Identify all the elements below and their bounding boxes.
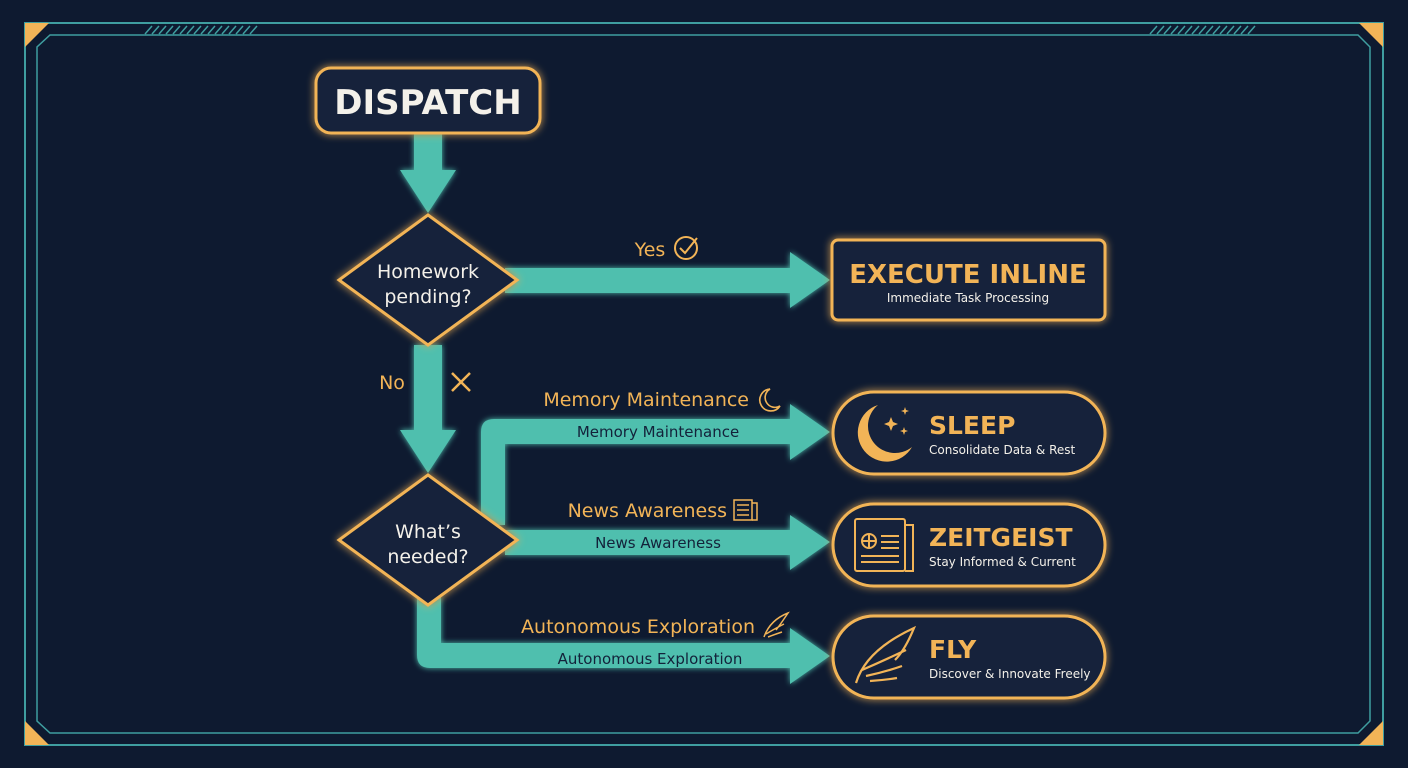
execute-subtitle: Immediate Task Processing [887, 291, 1049, 305]
moon-icon [759, 388, 781, 412]
decision-needed-line1: What’s [395, 521, 461, 543]
frame-corners [25, 23, 1383, 745]
news-label: News Awareness [568, 500, 727, 522]
wing-icon [854, 625, 917, 684]
exploration-arrow-label: Autonomous Exploration [558, 650, 743, 668]
memory-label: Memory Maintenance [543, 389, 749, 411]
zeitgeist-title: ZEITGEIST [929, 523, 1073, 552]
newspaper-icon [733, 499, 758, 521]
sleep-title: SLEEP [929, 411, 1015, 440]
sleep-subtitle: Consolidate Data & Rest [929, 443, 1076, 457]
zeitgeist-node: ZEITGEIST Stay Informed & Current [831, 502, 1107, 588]
zeitgeist-subtitle: Stay Informed & Current [929, 555, 1076, 569]
x-icon [451, 372, 471, 392]
wing-icon [763, 611, 790, 638]
decision-needed-line2: needed? [387, 546, 468, 568]
execute-title: EXECUTE INLINE [849, 260, 1087, 290]
arrow-no [400, 345, 456, 473]
stars-icon [884, 407, 909, 435]
arrow-memory [481, 404, 830, 525]
decision-homework-line2: pending? [384, 286, 471, 308]
memory-arrow-label: Memory Maintenance [577, 423, 739, 441]
arrow-dispatch-to-decision [400, 133, 456, 213]
dispatch-title: DISPATCH [334, 83, 521, 123]
newspaper-icon [854, 518, 914, 572]
exploration-label: Autonomous Exploration [521, 616, 755, 638]
decision-whats-needed: What’s needed? [336, 473, 520, 607]
moon-icon [857, 405, 912, 462]
fly-title: FLY [929, 635, 977, 664]
fly-subtitle: Discover & Innovate Freely [929, 667, 1091, 681]
dispatch-node: DISPATCH [314, 66, 542, 135]
arrow-news [505, 515, 830, 570]
no-label: No [379, 372, 405, 394]
arrow-yes [505, 252, 830, 308]
decision-homework: Homework pending? [336, 213, 520, 347]
frame-hatching [144, 25, 1256, 35]
arrow-exploration [417, 595, 830, 684]
sleep-node: SLEEP Consolidate Data & Rest [831, 390, 1107, 476]
decision-homework-line1: Homework [377, 261, 479, 283]
fly-node: FLY Discover & Innovate Freely [831, 614, 1107, 700]
check-circle-icon [674, 236, 698, 260]
news-arrow-label: News Awareness [595, 534, 721, 552]
execute-inline-node: EXECUTE INLINE Immediate Task Processing [830, 238, 1107, 322]
yes-label: Yes [634, 239, 666, 261]
